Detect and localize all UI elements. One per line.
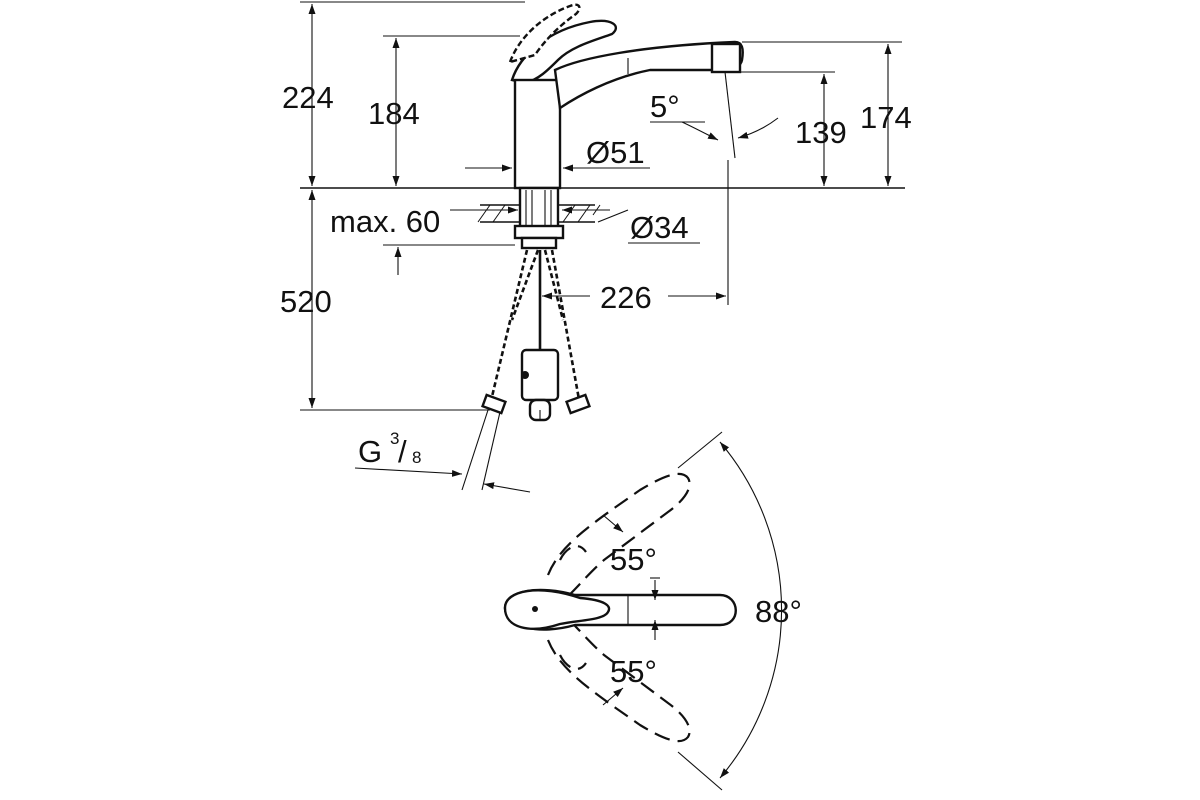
dim-139: 139 bbox=[730, 71, 847, 186]
ghost-lever-lower bbox=[546, 618, 691, 743]
ghost-lever-upper bbox=[546, 472, 691, 597]
dim-224-label: 224 bbox=[282, 80, 334, 115]
dim-d34-label: Ø34 bbox=[630, 210, 689, 245]
dim-139-label: 139 bbox=[795, 115, 847, 150]
dim-5deg: 5° bbox=[650, 71, 779, 159]
dim-184-label: 184 bbox=[368, 96, 420, 131]
dim-88-label: 88° bbox=[755, 594, 802, 629]
side-view: 224 184 Ø51 bbox=[280, 1, 912, 493]
hose-weight bbox=[520, 348, 560, 422]
dim-226-label: 226 bbox=[600, 280, 652, 315]
dim-55-lower-label: 55° bbox=[610, 654, 657, 689]
dim-520-label: 520 bbox=[280, 284, 332, 319]
dim-max60-label: max. 60 bbox=[330, 204, 440, 239]
dim-520: 520 bbox=[280, 190, 490, 411]
dim-55-upper-label: 55° bbox=[610, 542, 657, 577]
dim-174: 174 bbox=[742, 41, 912, 186]
dim-184: 184 bbox=[368, 35, 520, 186]
dim-224: 224 bbox=[282, 1, 525, 186]
dim-g38-numerator: 3 bbox=[390, 429, 399, 448]
dim-d51: Ø51 bbox=[465, 135, 650, 172]
dim-55-lower: 55° bbox=[602, 620, 659, 706]
top-view: 55° 55° 88° bbox=[503, 431, 802, 791]
dim-g38-denominator: 8 bbox=[412, 448, 421, 467]
dim-g38: G 3 / 8 bbox=[354, 409, 531, 493]
dim-d34: Ø34 bbox=[597, 209, 700, 245]
faucet-body bbox=[513, 40, 744, 190]
lever-top bbox=[503, 588, 737, 631]
dim-g38-letter: G bbox=[358, 434, 382, 469]
dim-max60: max. 60 bbox=[330, 204, 610, 275]
lever-handle bbox=[508, 3, 618, 85]
dim-174-label: 174 bbox=[860, 100, 912, 135]
dim-226: 226 bbox=[542, 160, 729, 315]
mounting-shank bbox=[513, 186, 565, 250]
dim-d51-label: Ø51 bbox=[586, 135, 645, 170]
dim-5deg-label: 5° bbox=[650, 89, 680, 124]
dim-55-upper: 55° bbox=[602, 514, 660, 600]
dim-88: 88° bbox=[677, 431, 802, 791]
supply-hoses bbox=[481, 249, 591, 415]
svg-text:/: / bbox=[398, 434, 407, 469]
